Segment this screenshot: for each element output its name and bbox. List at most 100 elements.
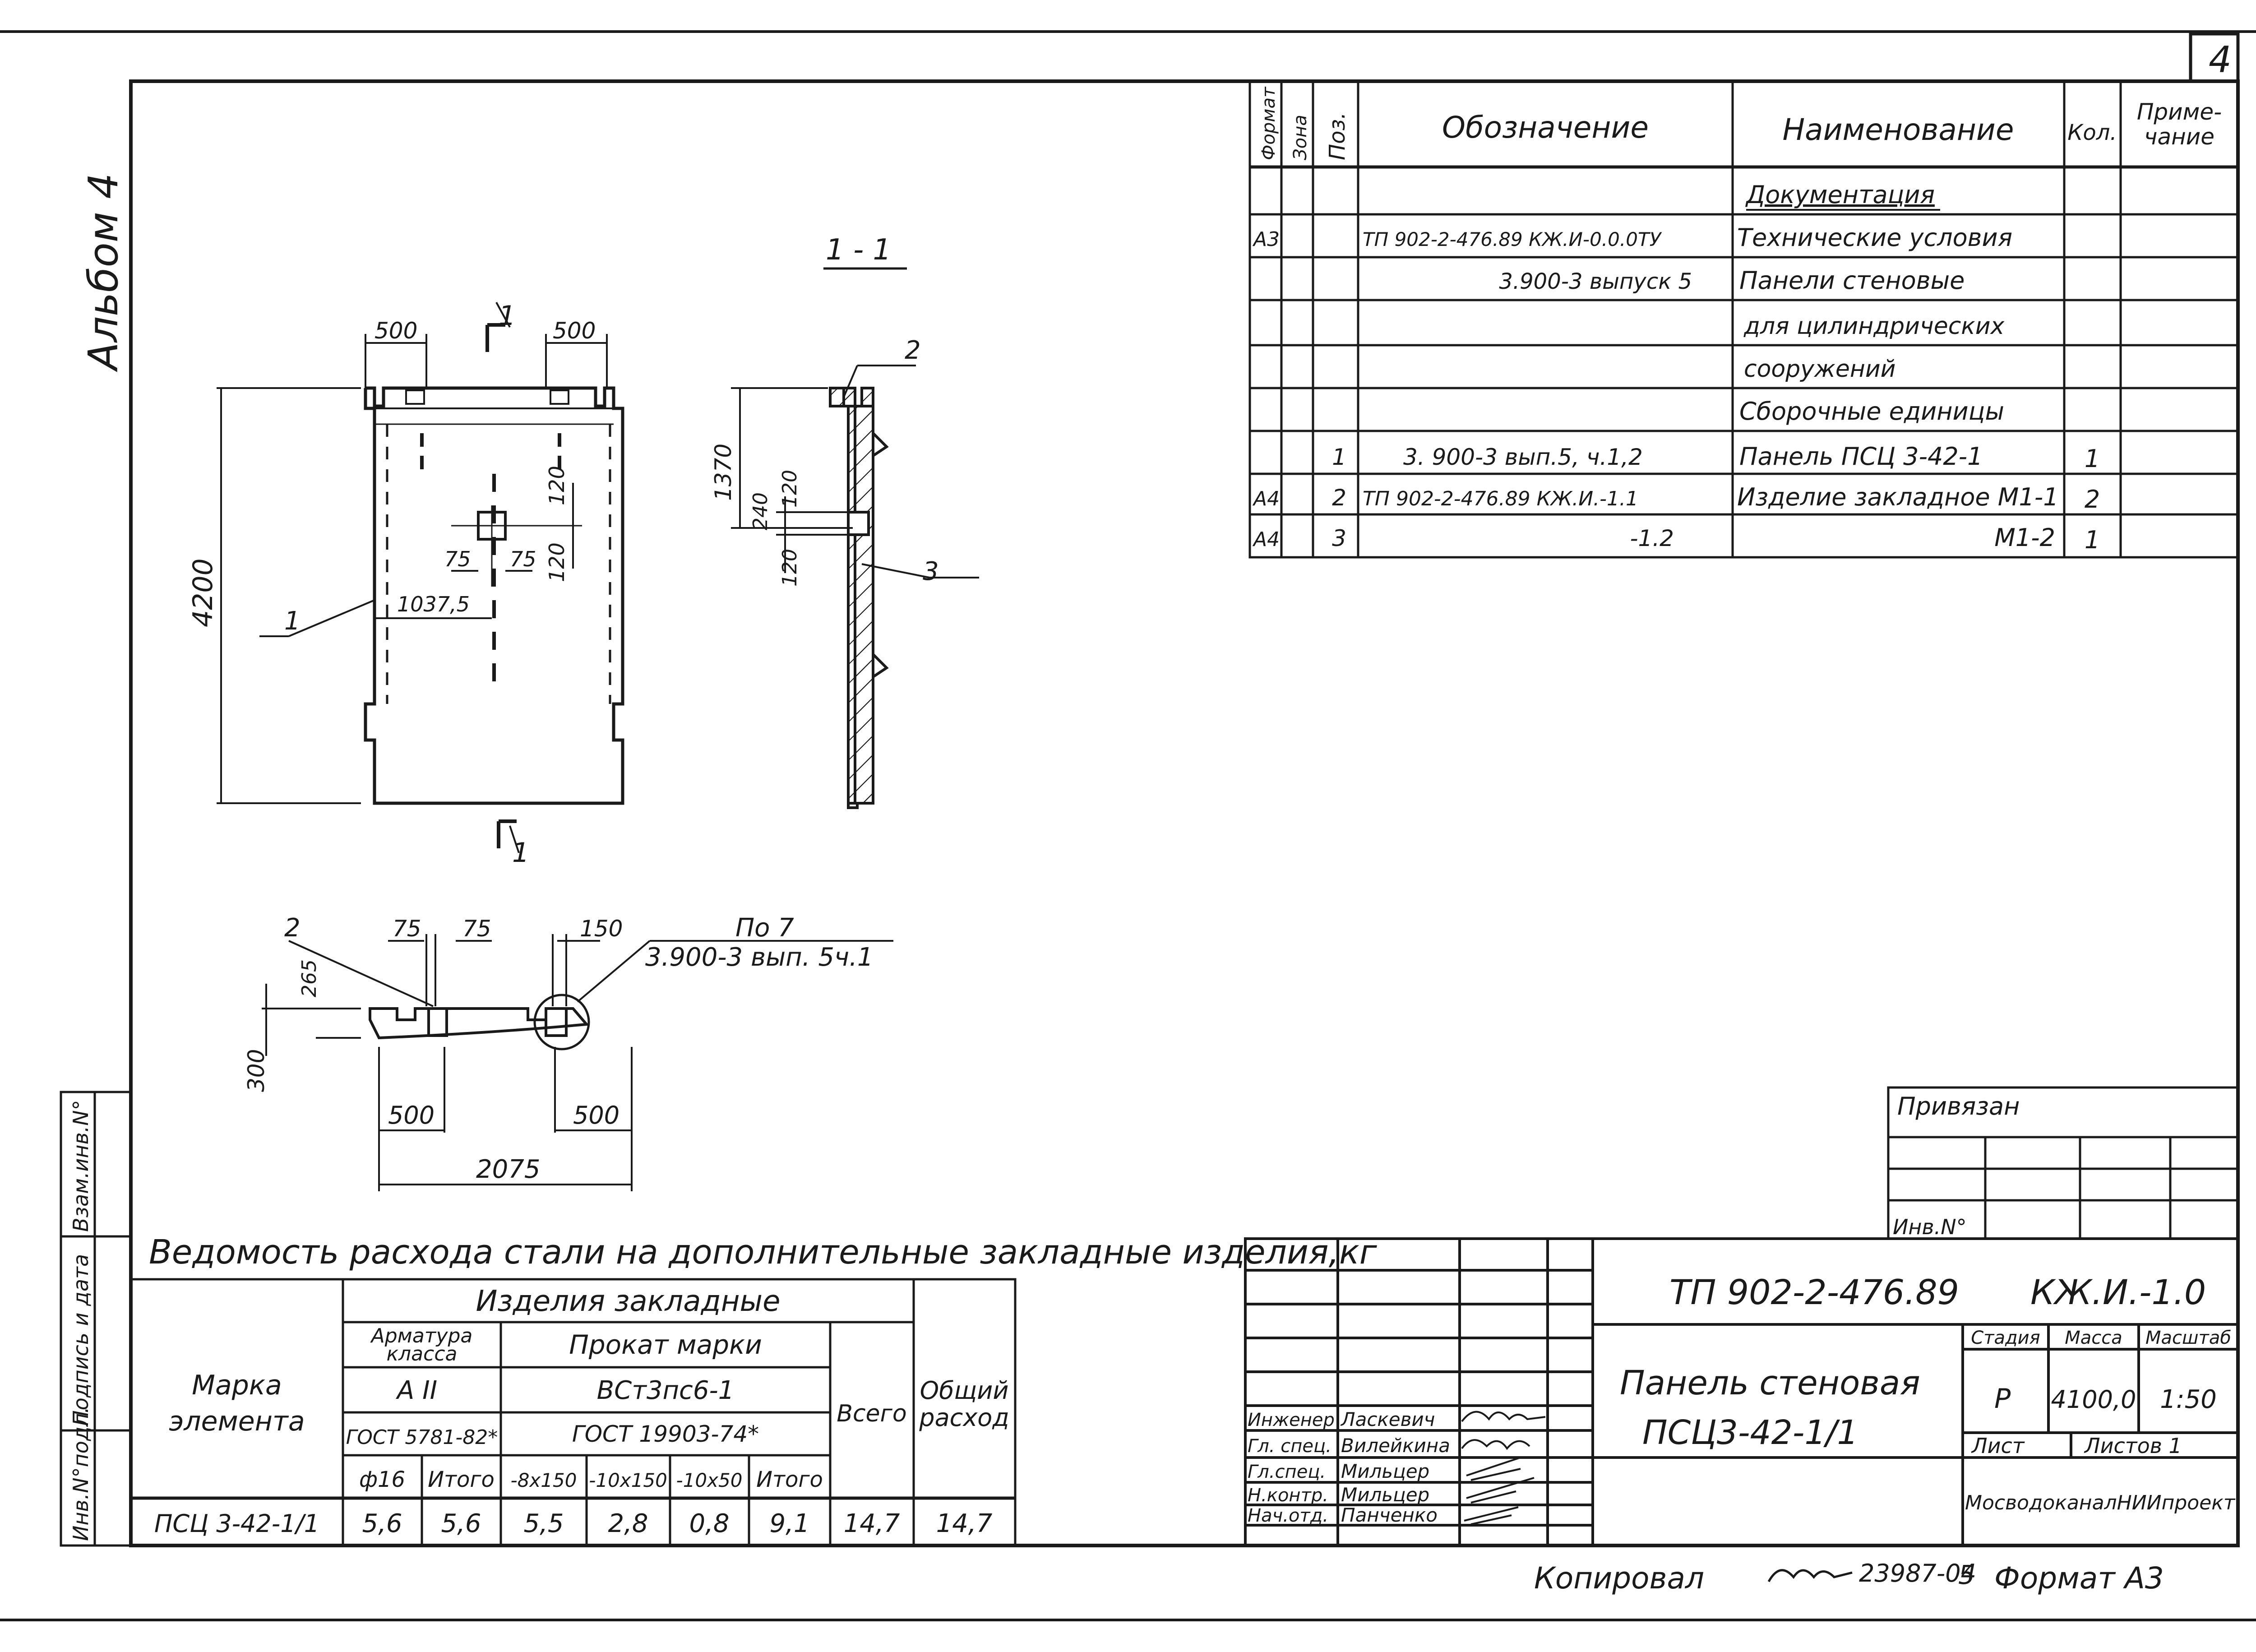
spec-row-8-poz: 3 [1332,525,1346,551]
title-masshtab: 1:50 [2160,1385,2217,1414]
steel-armatura-1: Арматура [370,1324,473,1347]
spec-header-zona: Зона [1290,115,1311,160]
spec-row-7-poz: 2 [1332,485,1346,511]
steel-armatura-2: класса [386,1342,457,1365]
staff-4-name: Панченко [1341,1504,1438,1526]
spec-row-1-oboz: ТП 902-2-476.89 КЖ.И-0.0.0ТУ [1363,228,1662,250]
steel-row-v3: 2,8 [608,1509,648,1538]
spec-row-1-format: А3 [1252,228,1280,251]
footer-copied: Копировал [1534,1561,1704,1596]
steel-sub-2: -8х150 [511,1469,577,1491]
title-name-1: Панель стеновая [1620,1364,1920,1402]
front-dim-120-bottom: 120 [545,542,569,582]
front-dim-120-top: 120 [545,466,569,505]
title-stadiya: Р [1994,1383,2011,1415]
section-dim-120-a: 120 [778,470,801,508]
steel-table-grid [129,1278,1017,1547]
section-label: 1 - 1 [826,233,891,267]
front-dim-75-left: 75 [444,547,471,571]
section-dimensions [731,365,979,578]
steel-row-v7: 14,7 [936,1509,993,1538]
spec-row-7-kol: 2 [2085,485,2100,514]
spec-row-7-oboz: ТП 902-2-476.89 КЖ.И.-1.1 [1363,487,1638,510]
spec-row-6-naim: Панель ПСЦ 3-42-1 [1739,442,1983,471]
title-massa: 4100,0 [2051,1385,2136,1414]
side-stamp-vzam: Взам.инв.N° [69,1100,93,1232]
title-stadiya-label: Стадия [1971,1328,2040,1348]
side-stamp-podpis: Подпись и дата [69,1254,93,1426]
steel-sub-4: -10х50 [676,1469,743,1491]
plan-view [369,994,590,1050]
plan-dim-300: 300 [243,1049,269,1092]
section-leader-2: 2 [905,336,921,365]
spec-header-format: Формат [1258,86,1279,160]
plan-dim-2075: 2075 [476,1155,541,1184]
spec-row-7-naim: Изделие закладное М1-1 [1737,483,2059,511]
title-name-2: ПСЦ3-42-1/1 [1642,1413,1858,1452]
spec-row-5-naim: Сборочные единицы [1739,397,2004,426]
spec-row-6-oboz: 3. 900-3 вып.5, ч.1,2 [1403,444,1643,470]
plan-leader-2: 2 [284,913,300,943]
title-code-2: КЖ.И.-1.0 [2030,1272,2206,1312]
title-massa-label: Масса [2065,1328,2122,1348]
steel-obshchiy-1: Общий [920,1376,1009,1405]
title-block-grid [1244,1237,2239,1547]
spec-row-2-oboz: 3.900-3 выпуск 5 [1499,269,1692,294]
staff-0-name: Ласкевич [1340,1408,1435,1430]
spec-row-6-poz: 1 [1332,444,1346,470]
spec-header-poz: Поз. [1325,112,1350,160]
footer-format: Формат А3 [1994,1561,2164,1596]
footer-page: 5 [1958,1559,1975,1590]
cut-mark-bottom: 1 [512,837,529,869]
steel-armatura-gost: ГОСТ 5781-82* [346,1426,498,1449]
spec-row-0-naim: Документация [1745,180,1935,209]
front-dim-4200: 4200 [187,558,219,627]
steel-izdeliya: Изделия закладные [476,1285,781,1318]
steel-table-title: Ведомость расхода стали на дополнительны… [149,1233,1378,1272]
spec-row-8-kol: 1 [2085,526,2100,554]
spec-row-7-format: А4 [1252,487,1280,510]
signatures [1461,1411,1546,1525]
spec-row-6-kol: 1 [2085,444,2100,473]
side-stamp-inv-podl: Инв.N°подл. [69,1407,93,1541]
spec-row-8-oboz: -1.2 [1630,525,1674,551]
privyazan-inv: Инв.N° [1893,1215,1967,1239]
steel-row-v4: 0,8 [689,1509,729,1538]
spec-header-prim-2: чание [2144,124,2214,150]
steel-armatura-class: А II [396,1376,437,1405]
title-masshtab-label: Масштаб [2145,1328,2231,1348]
staff-2-name: Мильцер [1341,1460,1429,1482]
steel-marka-1: Марка [192,1370,282,1401]
front-dim-500-left: 500 [374,318,417,344]
plan-dimensions [262,934,893,1191]
steel-obshchiy-2: расход [919,1403,1009,1432]
plan-dim-75-a: 75 [393,916,421,942]
spec-table-grid [1248,80,2239,559]
title-code-1: ТП 902-2-476.89 [1669,1272,1959,1312]
steel-marka-2: элемента [169,1406,305,1437]
spec-row-8-naim: М1-2 [1994,523,2055,552]
front-dimensions [217,302,608,853]
steel-sub-1: Итого [428,1467,495,1492]
privyazan-title: Привязан [1897,1092,2020,1120]
spec-row-2-naim: Панели стеновые [1739,266,1965,295]
title-listov-label: Листов 1 [2084,1434,2182,1458]
steel-sub-0: ф16 [359,1467,405,1492]
spec-header-prim-1: Приме- [2137,99,2222,125]
front-leader-1: 1 [284,606,300,636]
plan-note-2: 3.900-3 вып. 5ч.1 [645,943,874,972]
staff-0-role: Инженер [1248,1410,1335,1430]
plan-dim-500-left: 500 [388,1101,435,1129]
staff-3-role: Н.контр. [1248,1485,1328,1506]
section-dim-240: 240 [749,492,772,530]
steel-prokat-gost: ГОСТ 19903-74* [572,1421,759,1447]
section-leader-3: 3 [923,557,939,586]
section-dim-120-b: 120 [778,549,801,587]
plan-dim-500-right: 500 [573,1101,619,1129]
front-dim-500-right: 500 [553,318,596,344]
footer-copier-signature [1767,1569,1853,1583]
section-dim-1370: 1370 [710,444,736,501]
title-org: МосводоканалНИИпроект [1965,1491,2236,1514]
steel-row-marka: ПСЦ 3-42-1/1 [154,1509,319,1538]
